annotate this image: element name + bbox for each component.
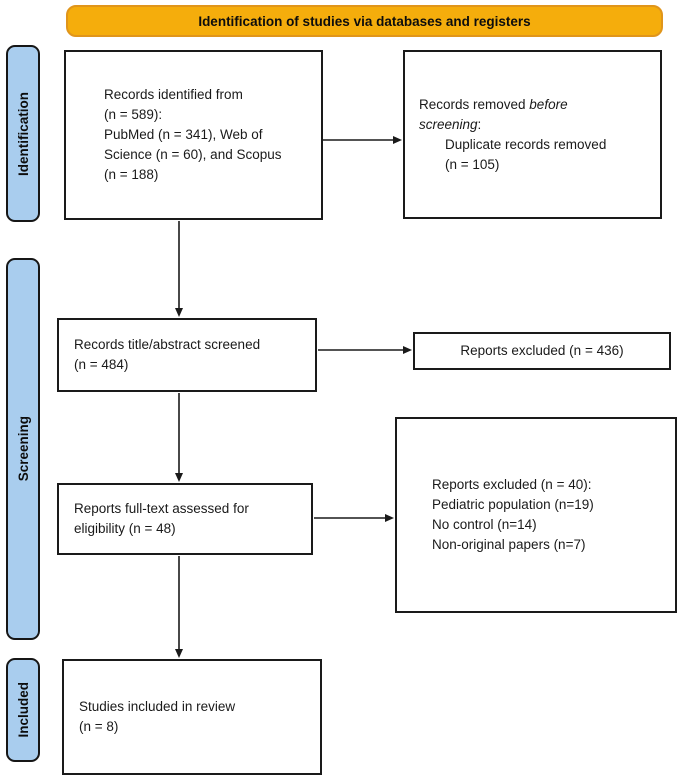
box-line: (n = 589): [104,107,163,122]
stage-screening-label: Screening [15,416,31,482]
banner-title-label: Identification of studies via databases … [198,13,531,29]
box-reports-excluded-screening: Reports excluded (n = 436) [413,332,671,370]
box-line: eligibility (n = 48) [74,521,176,536]
stage-included: Included [6,658,40,762]
box-line: Science (n = 60), and Scopus [104,147,282,162]
box-line: Pediatric population (n=19) [432,497,594,512]
box-line: Records removed before [419,95,654,115]
box-line: Non-original papers (n=7) [432,537,586,552]
box-line: Duplicate records removed [445,136,607,152]
stage-identification-label: Identification [15,91,31,176]
box-reports-excluded-eligibility: Reports excluded (n = 40): Pediatric pop… [395,417,677,613]
box-line: Records identified from [104,87,243,102]
box-line: Reports excluded (n = 436) [460,343,624,358]
box-line: (n = 105) [445,156,500,172]
box-line-text: Records removed [419,96,530,112]
box-line-italic: before [529,96,568,112]
box-line: screening: [419,115,654,135]
box-fulltext-assessed: Reports full-text assessed for eligibili… [57,483,313,555]
stage-screening: Screening [6,258,40,640]
box-line: PubMed (n = 341), Web of [104,127,263,142]
box-line: Reports excluded (n = 40): [432,477,592,492]
banner-title: Identification of studies via databases … [66,5,663,37]
stage-identification: Identification [6,45,40,222]
box-line: Studies included in review [79,699,236,714]
box-line: Records title/abstract screened [74,337,261,352]
stage-included-label: Included [15,682,31,738]
box-records-removed: Records removed before screening: Duplic… [403,50,662,219]
box-line: (n = 8) [79,719,119,734]
box-title-abstract-screened: Records title/abstract screened (n = 484… [57,318,317,392]
box-line: (n = 188) [104,167,159,182]
box-line: Reports full-text assessed for [74,501,249,516]
box-line-text: : [477,116,482,132]
box-studies-included: Studies included in review (n = 8) [62,659,322,775]
box-line: (n = 484) [74,357,129,372]
box-line: No control (n=14) [432,517,537,532]
box-records-identified: Records identified from (n = 589): PubMe… [64,50,323,220]
box-line-italic: screening [419,116,478,132]
